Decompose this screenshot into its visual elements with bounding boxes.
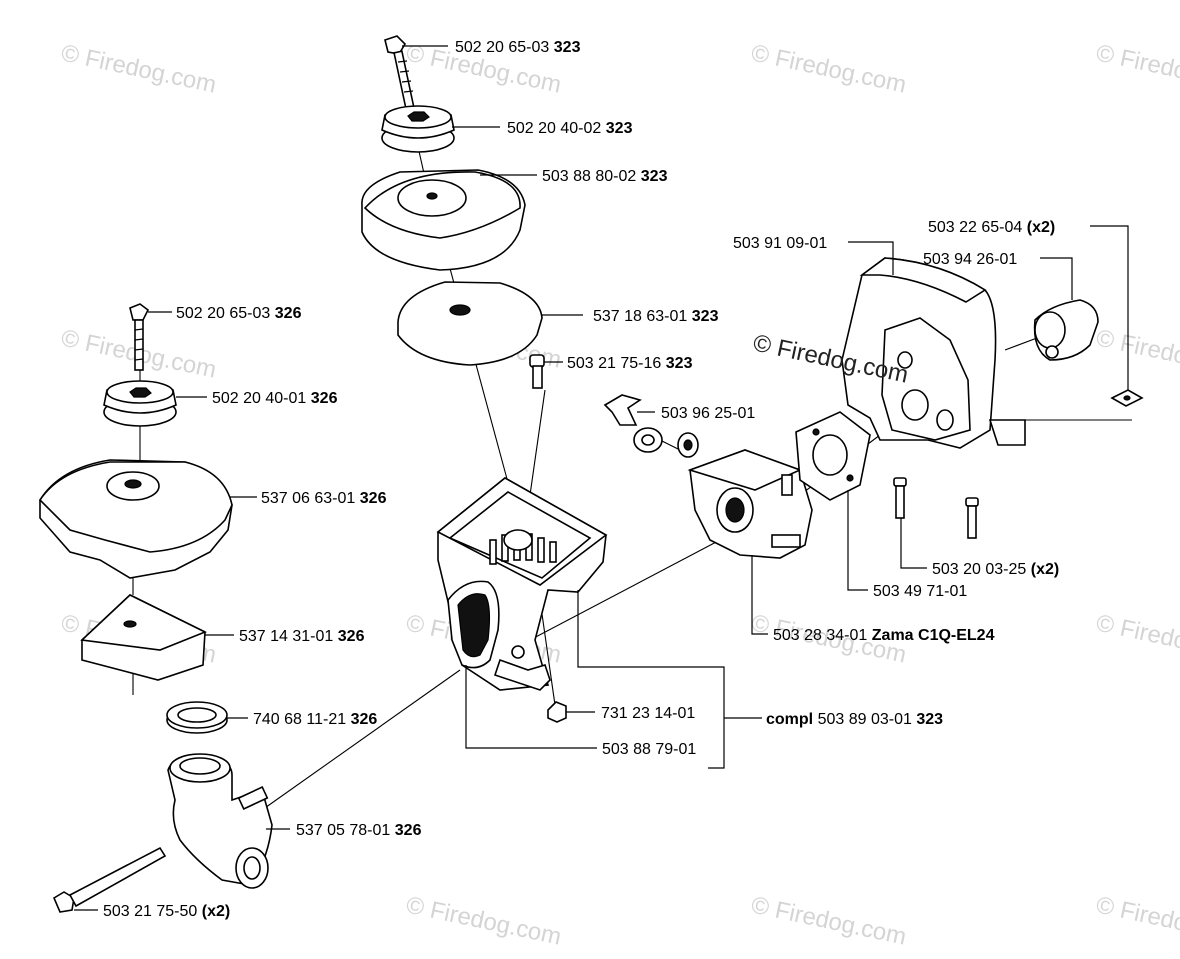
callout-label: 740 68 11-21 326	[253, 711, 377, 728]
nut	[547, 701, 567, 723]
watermark-text: © Firedog.com	[59, 39, 219, 98]
carburetor-housing	[436, 477, 608, 691]
leader-lines	[74, 45, 1129, 911]
callout-labels: 502 20 65-03 323 502 20 40-02 323 503 88…	[103, 39, 1059, 920]
carburetor	[677, 432, 813, 559]
screw-upper	[384, 35, 416, 113]
callout-label: 537 06 63-01 326	[261, 490, 387, 507]
air-filter-cover-left	[38, 459, 233, 579]
callout-label: 503 96 25-01	[661, 405, 755, 422]
callout-label: 503 88 80-02 323	[542, 168, 668, 185]
sleeve	[1033, 299, 1099, 361]
intake-manifold	[167, 753, 273, 889]
watermark-text: © Firedog.com	[1094, 39, 1180, 98]
callout-label: 503 88 79-01	[602, 741, 696, 758]
watermark-text: © Firedog.com	[1094, 891, 1180, 950]
air-filter-upper	[397, 281, 543, 366]
watermark-text: © Firedog.com	[404, 891, 564, 950]
callout-label: 503 49 71-01	[873, 583, 967, 600]
watermark-text: © Firedog.com	[749, 39, 909, 98]
callout-label: 731 23 14-01	[601, 705, 695, 722]
screws-flange	[893, 477, 979, 539]
cable-holder	[603, 394, 663, 453]
callout-label: 537 05 78-01 326	[296, 822, 422, 839]
air-filter-cover-upper	[361, 169, 526, 271]
watermark-text: © Firedog.com	[1094, 609, 1180, 668]
watermark-text: © Firedog.com	[1094, 324, 1180, 383]
square-nut	[1110, 389, 1144, 407]
callout-label: 502 20 65-03 323	[455, 39, 581, 56]
callout-label: 503 21 75-50 (x2)	[103, 903, 230, 920]
knob-left	[103, 380, 177, 427]
callout-label: 502 20 65-03 326	[176, 305, 302, 322]
intake-flange	[841, 257, 1026, 449]
screw-small	[529, 354, 545, 389]
callout-label: 503 28 34-01 Zama C1Q-EL24	[773, 627, 995, 644]
callout-label: 537 18 63-01 323	[593, 308, 719, 325]
callout-label: 503 20 03-25 (x2)	[932, 561, 1059, 578]
callout-label: 503 22 65-04 (x2)	[928, 219, 1055, 236]
seal-ring	[166, 701, 228, 734]
watermark-text: © Firedog.com	[749, 891, 909, 950]
gasket	[795, 411, 871, 501]
screw-left	[129, 303, 150, 371]
callout-label: 502 20 40-02 323	[507, 120, 633, 137]
callout-label: 502 20 40-01 326	[212, 390, 338, 407]
long-bolt	[52, 846, 167, 913]
callout-label: 503 91 09-01	[733, 235, 827, 252]
knob-upper	[381, 105, 455, 153]
callout-label: 503 94 26-01	[923, 251, 1017, 268]
air-filter-left	[80, 594, 207, 681]
callout-label: 503 21 75-16 323	[567, 355, 693, 372]
callout-label: 537 14 31-01 326	[239, 628, 365, 645]
assembly-label: compl 503 89 03-01 323	[766, 711, 943, 728]
